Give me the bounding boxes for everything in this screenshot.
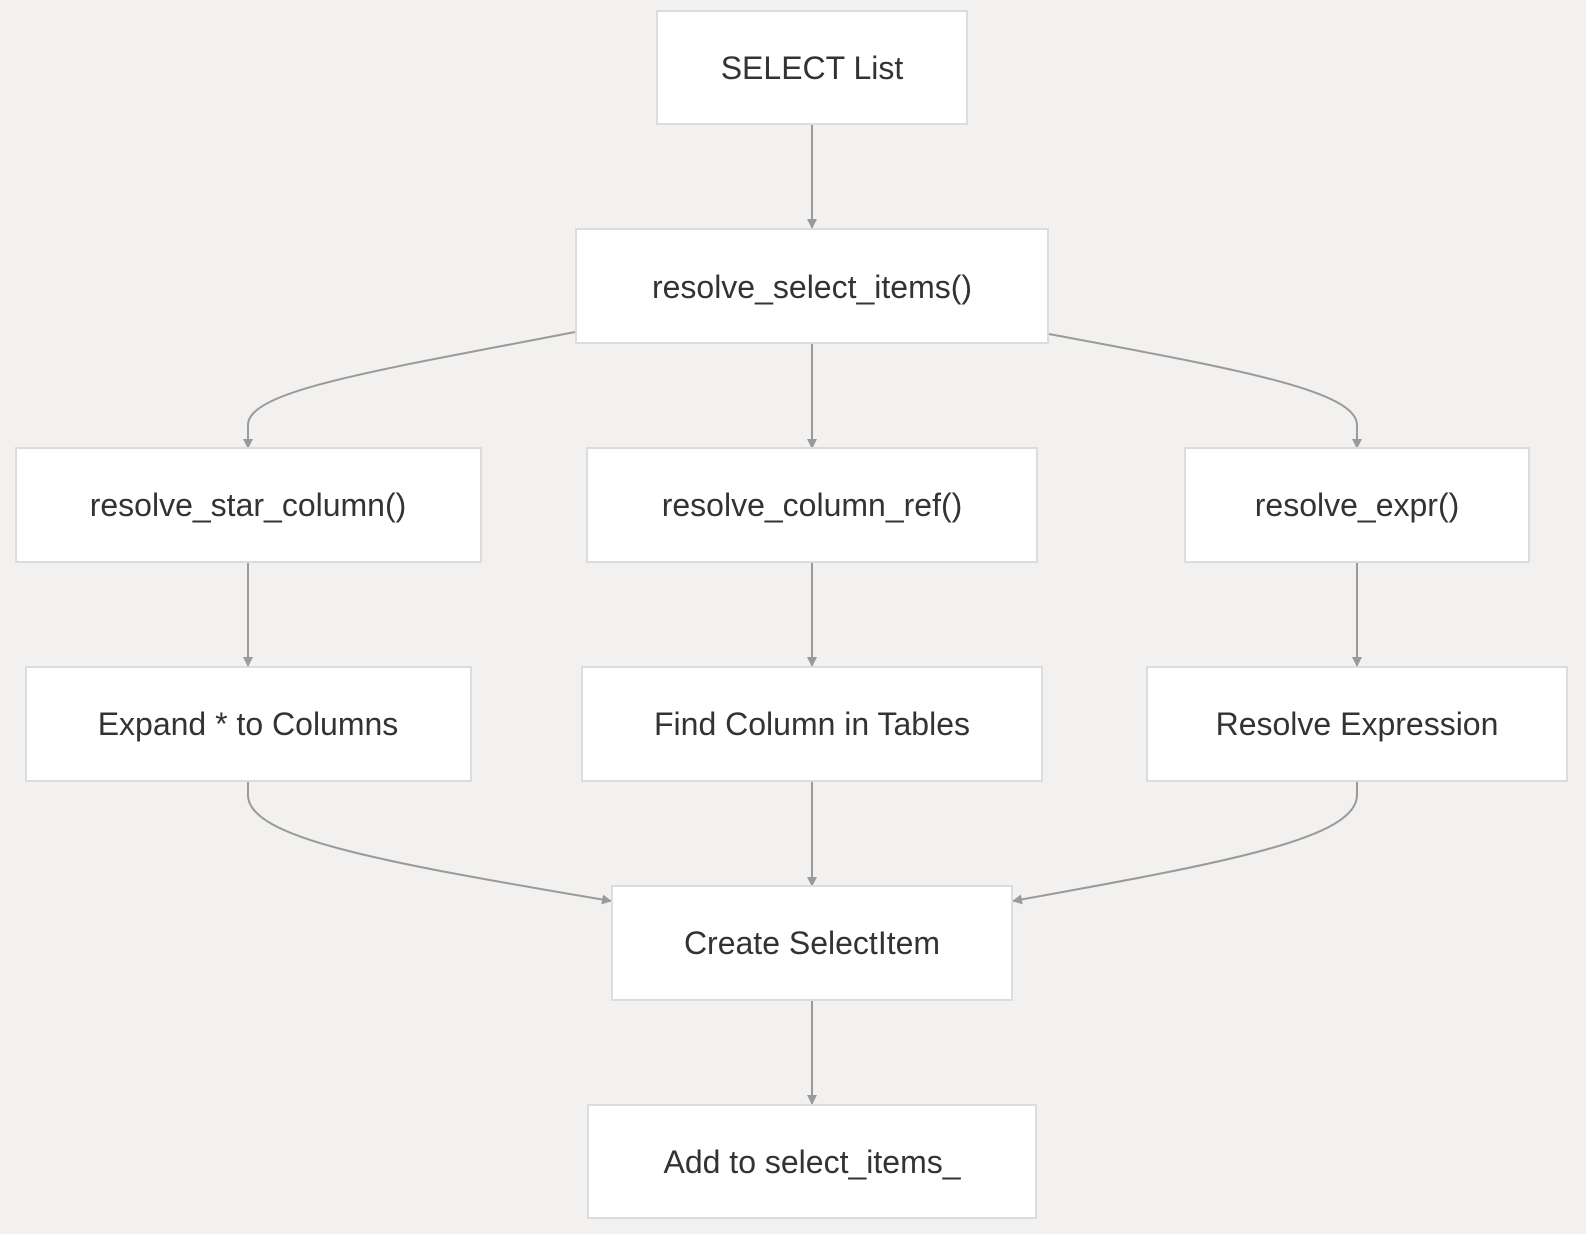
node-expand-star: Expand * to Columns <box>25 666 472 782</box>
node-box <box>587 1104 1037 1219</box>
node-label: resolve_expr() <box>1255 487 1460 523</box>
edge-resolve-select-items-to-resolve-expr <box>1048 333 1362 449</box>
edges <box>243 125 1362 1105</box>
node-label: Expand * to Columns <box>98 706 399 742</box>
node-add-to-select-items: Add to select_items_ <box>587 1104 1037 1219</box>
node-select-list: SELECT List <box>656 10 968 125</box>
node-box <box>575 228 1049 344</box>
node-label: Find Column in Tables <box>654 706 970 742</box>
node-label: SELECT List <box>721 50 904 86</box>
node-find-column: Find Column in Tables <box>581 666 1043 782</box>
node-label: Resolve Expression <box>1216 706 1499 742</box>
node-box <box>25 666 472 782</box>
node-create-selectitem: Create SelectItem <box>611 885 1013 1001</box>
edge-expand-star-to-create-selectitem <box>247 782 612 905</box>
node-label: Add to select_items_ <box>663 1144 961 1180</box>
node-resolve-star-column: resolve_star_column() <box>15 447 482 563</box>
node-box <box>656 10 968 125</box>
node-resolve-expression: Resolve Expression <box>1146 666 1568 782</box>
node-box <box>611 885 1013 1001</box>
node-box <box>15 447 482 563</box>
node-resolve-expr: resolve_expr() <box>1184 447 1530 563</box>
edge-resolve-expression-to-create-selectitem <box>1012 782 1358 905</box>
node-label: resolve_column_ref() <box>662 487 963 523</box>
node-label: resolve_select_items() <box>652 269 972 305</box>
node-box <box>586 447 1038 563</box>
node-box <box>1146 666 1568 782</box>
node-box <box>581 666 1043 782</box>
node-box <box>1184 447 1530 563</box>
node-resolve-select-items: resolve_select_items() <box>575 228 1049 344</box>
node-resolve-column-ref: resolve_column_ref() <box>586 447 1038 563</box>
node-label: Create SelectItem <box>684 925 940 961</box>
edge-resolve-select-items-to-resolve-star-column <box>243 331 576 449</box>
node-label: resolve_star_column() <box>90 487 407 523</box>
